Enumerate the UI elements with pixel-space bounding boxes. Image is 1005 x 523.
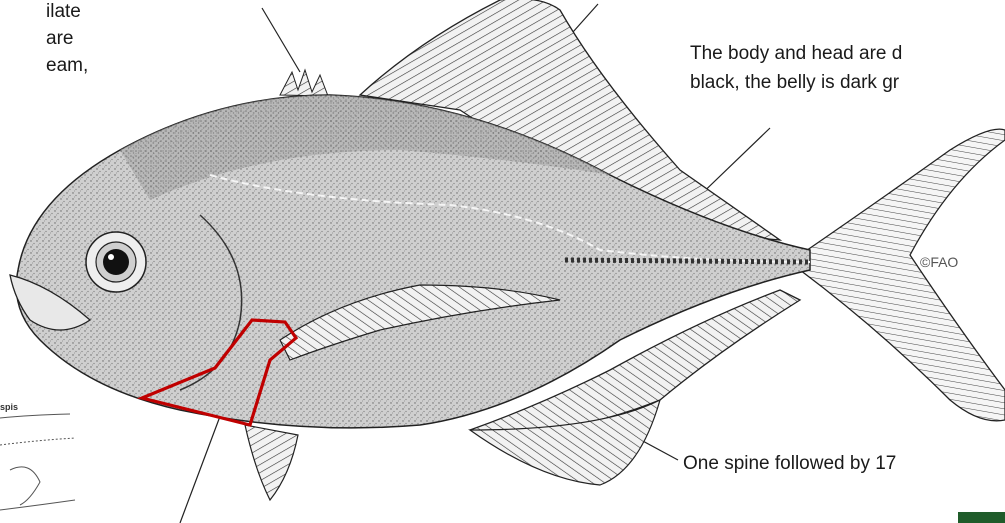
caudal-fin [800,129,1005,421]
eye-pupil [103,249,129,275]
inset-thumbnail [0,414,75,510]
dorsal-spines [280,70,328,96]
corner-accent [958,512,1005,523]
eye-highlight [108,254,114,260]
pelvic-fin [245,425,298,500]
pointer-line-spine [262,8,300,72]
